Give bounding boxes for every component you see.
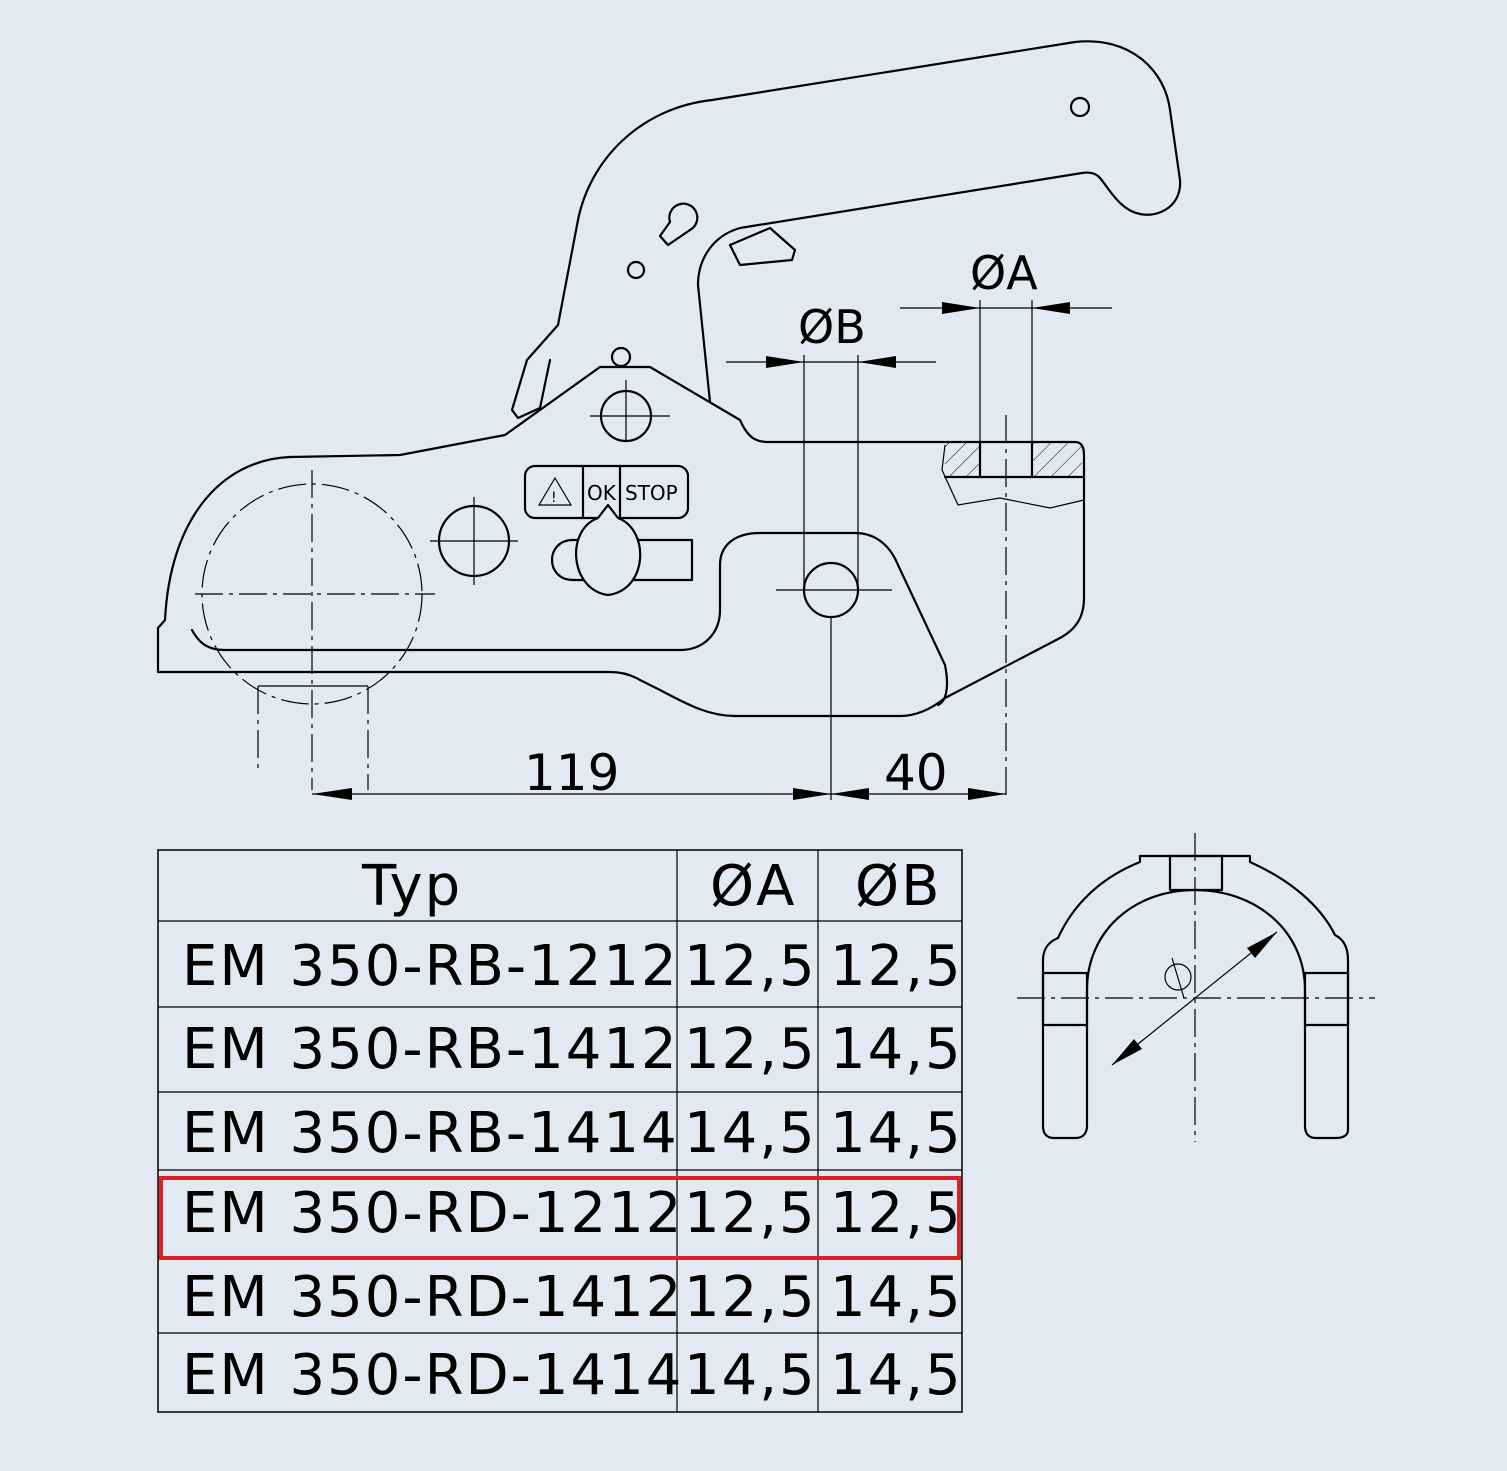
svg-text:EM 350-RD-1412: EM 350-RD-1412 xyxy=(182,1265,683,1330)
svg-text:12,5: 12,5 xyxy=(830,934,963,999)
svg-text:119: 119 xyxy=(524,744,619,802)
svg-text:14,5: 14,5 xyxy=(830,1017,963,1082)
latch xyxy=(728,226,797,267)
svg-text:14,5: 14,5 xyxy=(830,1343,963,1408)
svg-text:14,5: 14,5 xyxy=(830,1101,963,1166)
header-typ: Typ xyxy=(361,854,462,919)
header-dia-a: ØA xyxy=(710,854,796,919)
svg-text:ØA: ØA xyxy=(970,246,1038,300)
coupling-handle xyxy=(556,40,1182,404)
handle-hole xyxy=(1069,96,1091,118)
svg-text:EM 350-RB-1412: EM 350-RB-1412 xyxy=(182,1017,679,1082)
svg-text:EM 350-RB-1212: EM 350-RB-1212 xyxy=(182,934,679,999)
dimension-dia-b: ØB xyxy=(726,300,936,590)
svg-text:ØB: ØB xyxy=(798,300,866,354)
svg-text:12,5: 12,5 xyxy=(830,1181,963,1246)
svg-text:14,5: 14,5 xyxy=(684,1343,817,1408)
small-hole xyxy=(626,260,646,280)
svg-text:12,5: 12,5 xyxy=(684,1017,817,1082)
coupling-body xyxy=(156,365,1086,718)
svg-text:Ø: Ø xyxy=(0,0,1,1)
header-dia-b: ØB xyxy=(855,854,942,919)
table-row-highlighted: EM 350-RD-1212 12,5 12,5 xyxy=(182,1181,963,1246)
table-row: EM 350-RD-1412 12,5 14,5 xyxy=(182,1265,963,1330)
section-hatch xyxy=(945,442,980,477)
svg-text:12,5: 12,5 xyxy=(684,934,817,999)
svg-text:12,5: 12,5 xyxy=(684,1265,817,1330)
svg-text:!: ! xyxy=(551,490,557,506)
ok-label: OK xyxy=(587,481,617,505)
cross-section-view: Ø xyxy=(0,0,1375,1142)
table-row: EM 350-RB-1414 14,5 14,5 xyxy=(182,1101,963,1166)
dimension-dia-a: ØA xyxy=(900,246,1112,442)
row-highlight-box xyxy=(159,1176,961,1260)
table-row: EM 350-RD-1414 14,5 14,5 xyxy=(182,1343,963,1408)
section-hatch xyxy=(1032,442,1082,477)
svg-text:EM 350-RD-1212: EM 350-RD-1212 xyxy=(182,1181,683,1246)
svg-text:12,5: 12,5 xyxy=(684,1181,817,1246)
keyhole xyxy=(658,202,699,247)
handle-lever xyxy=(510,323,560,420)
stop-label: STOP xyxy=(625,481,678,505)
svg-text:40: 40 xyxy=(884,744,948,802)
table-row: EM 350-RB-1412 12,5 14,5 xyxy=(182,1017,963,1082)
svg-text:14,5: 14,5 xyxy=(684,1101,817,1166)
svg-text:14,5: 14,5 xyxy=(830,1265,963,1330)
table-row: EM 350-RB-1212 12,5 12,5 xyxy=(182,934,963,999)
body-cutout xyxy=(190,531,949,707)
warning-icon xyxy=(537,476,573,506)
pin xyxy=(610,346,632,368)
svg-text:EM 350-RD-1414: EM 350-RD-1414 xyxy=(182,1343,683,1408)
dimension-119-40: 119 40 xyxy=(312,617,1006,802)
type-table: Typ ØA ØB EM 350-RB-1212 12,5 12,5 EM 35… xyxy=(157,849,963,1413)
svg-text:EM 350-RB-1414: EM 350-RB-1414 xyxy=(182,1101,679,1166)
